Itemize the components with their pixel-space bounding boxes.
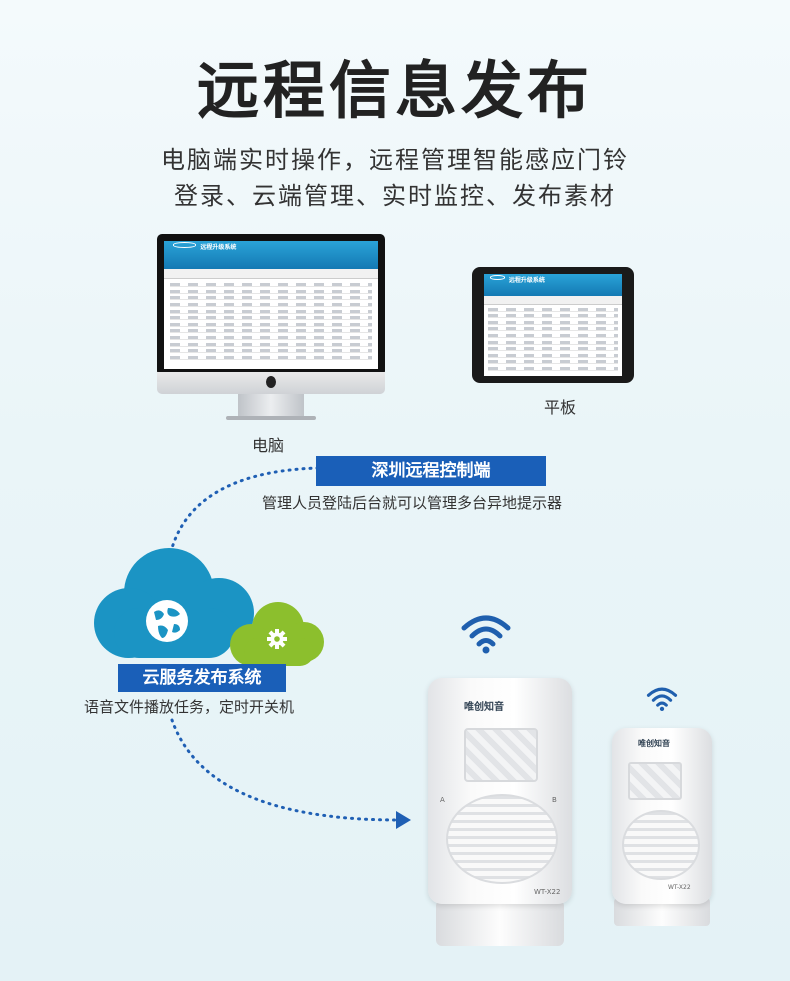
app-logo (172, 242, 196, 248)
wifi-icon (461, 615, 511, 654)
pir-sensor-small (628, 762, 682, 800)
app-header-bar: 远程升级系统 (164, 241, 378, 270)
app-title: 远程升级系统 (200, 244, 237, 252)
cloud-banner: 云服务发布系统 (118, 664, 286, 692)
doorbell-device-large: 唯创知音 A B WT-X22 (420, 678, 580, 968)
tablet-label: 平板 (544, 398, 577, 417)
cloud-description: 语音文件播放任务，定时开关机 (84, 698, 295, 716)
tablet-app-nav (484, 296, 622, 305)
computer-label: 电脑 (252, 436, 285, 455)
subtitle-line-2: 登录、云端管理、实时监控、发布素材 (174, 182, 616, 210)
tablet-app-logo (489, 274, 506, 280)
apple-logo-icon (266, 376, 276, 388)
tablet-app-title: 远程升级系统 (508, 277, 545, 285)
wifi-icon-small (646, 687, 678, 711)
subtitle-line-1: 电脑端实时操作，远程管理智能感应门铃 (161, 146, 629, 174)
app-table (170, 283, 372, 362)
speaker-grille-small (622, 810, 700, 880)
speaker-grille (446, 794, 558, 884)
button-a-label: A (440, 796, 445, 804)
tablet-app-table (488, 307, 618, 374)
tablet-app-header: 远程升级系统 (484, 274, 622, 297)
globe-icon (146, 600, 188, 642)
computer-screen: 远程升级系统 (164, 241, 378, 369)
monitor-stand (238, 394, 304, 418)
control-banner: 深圳远程控制端 (316, 456, 546, 486)
device-brand-small: 唯创知音 (638, 739, 670, 748)
device-model-small: WT-X22 (668, 884, 691, 891)
page-title: 远程信息发布 (196, 54, 593, 127)
device-brand: 唯创知音 (464, 702, 504, 713)
device-model: WT-X22 (534, 888, 561, 896)
doorbell-device-small: 唯创知音 WT-X22 (608, 720, 716, 932)
dotted-path-bottom (170, 718, 400, 822)
monitor-base (226, 416, 316, 420)
tablet-screen: 远程升级系统 (484, 274, 622, 376)
button-b-label: B (552, 796, 557, 804)
blue-cloud (94, 548, 254, 668)
device-stand (436, 900, 564, 946)
control-description: 管理人员登陆后台就可以管理多台异地提示器 (262, 494, 563, 512)
gear-icon (267, 629, 287, 649)
green-cloud (230, 602, 324, 668)
pir-sensor (464, 728, 538, 782)
app-nav (164, 269, 378, 280)
arrow-right-icon (396, 811, 411, 829)
